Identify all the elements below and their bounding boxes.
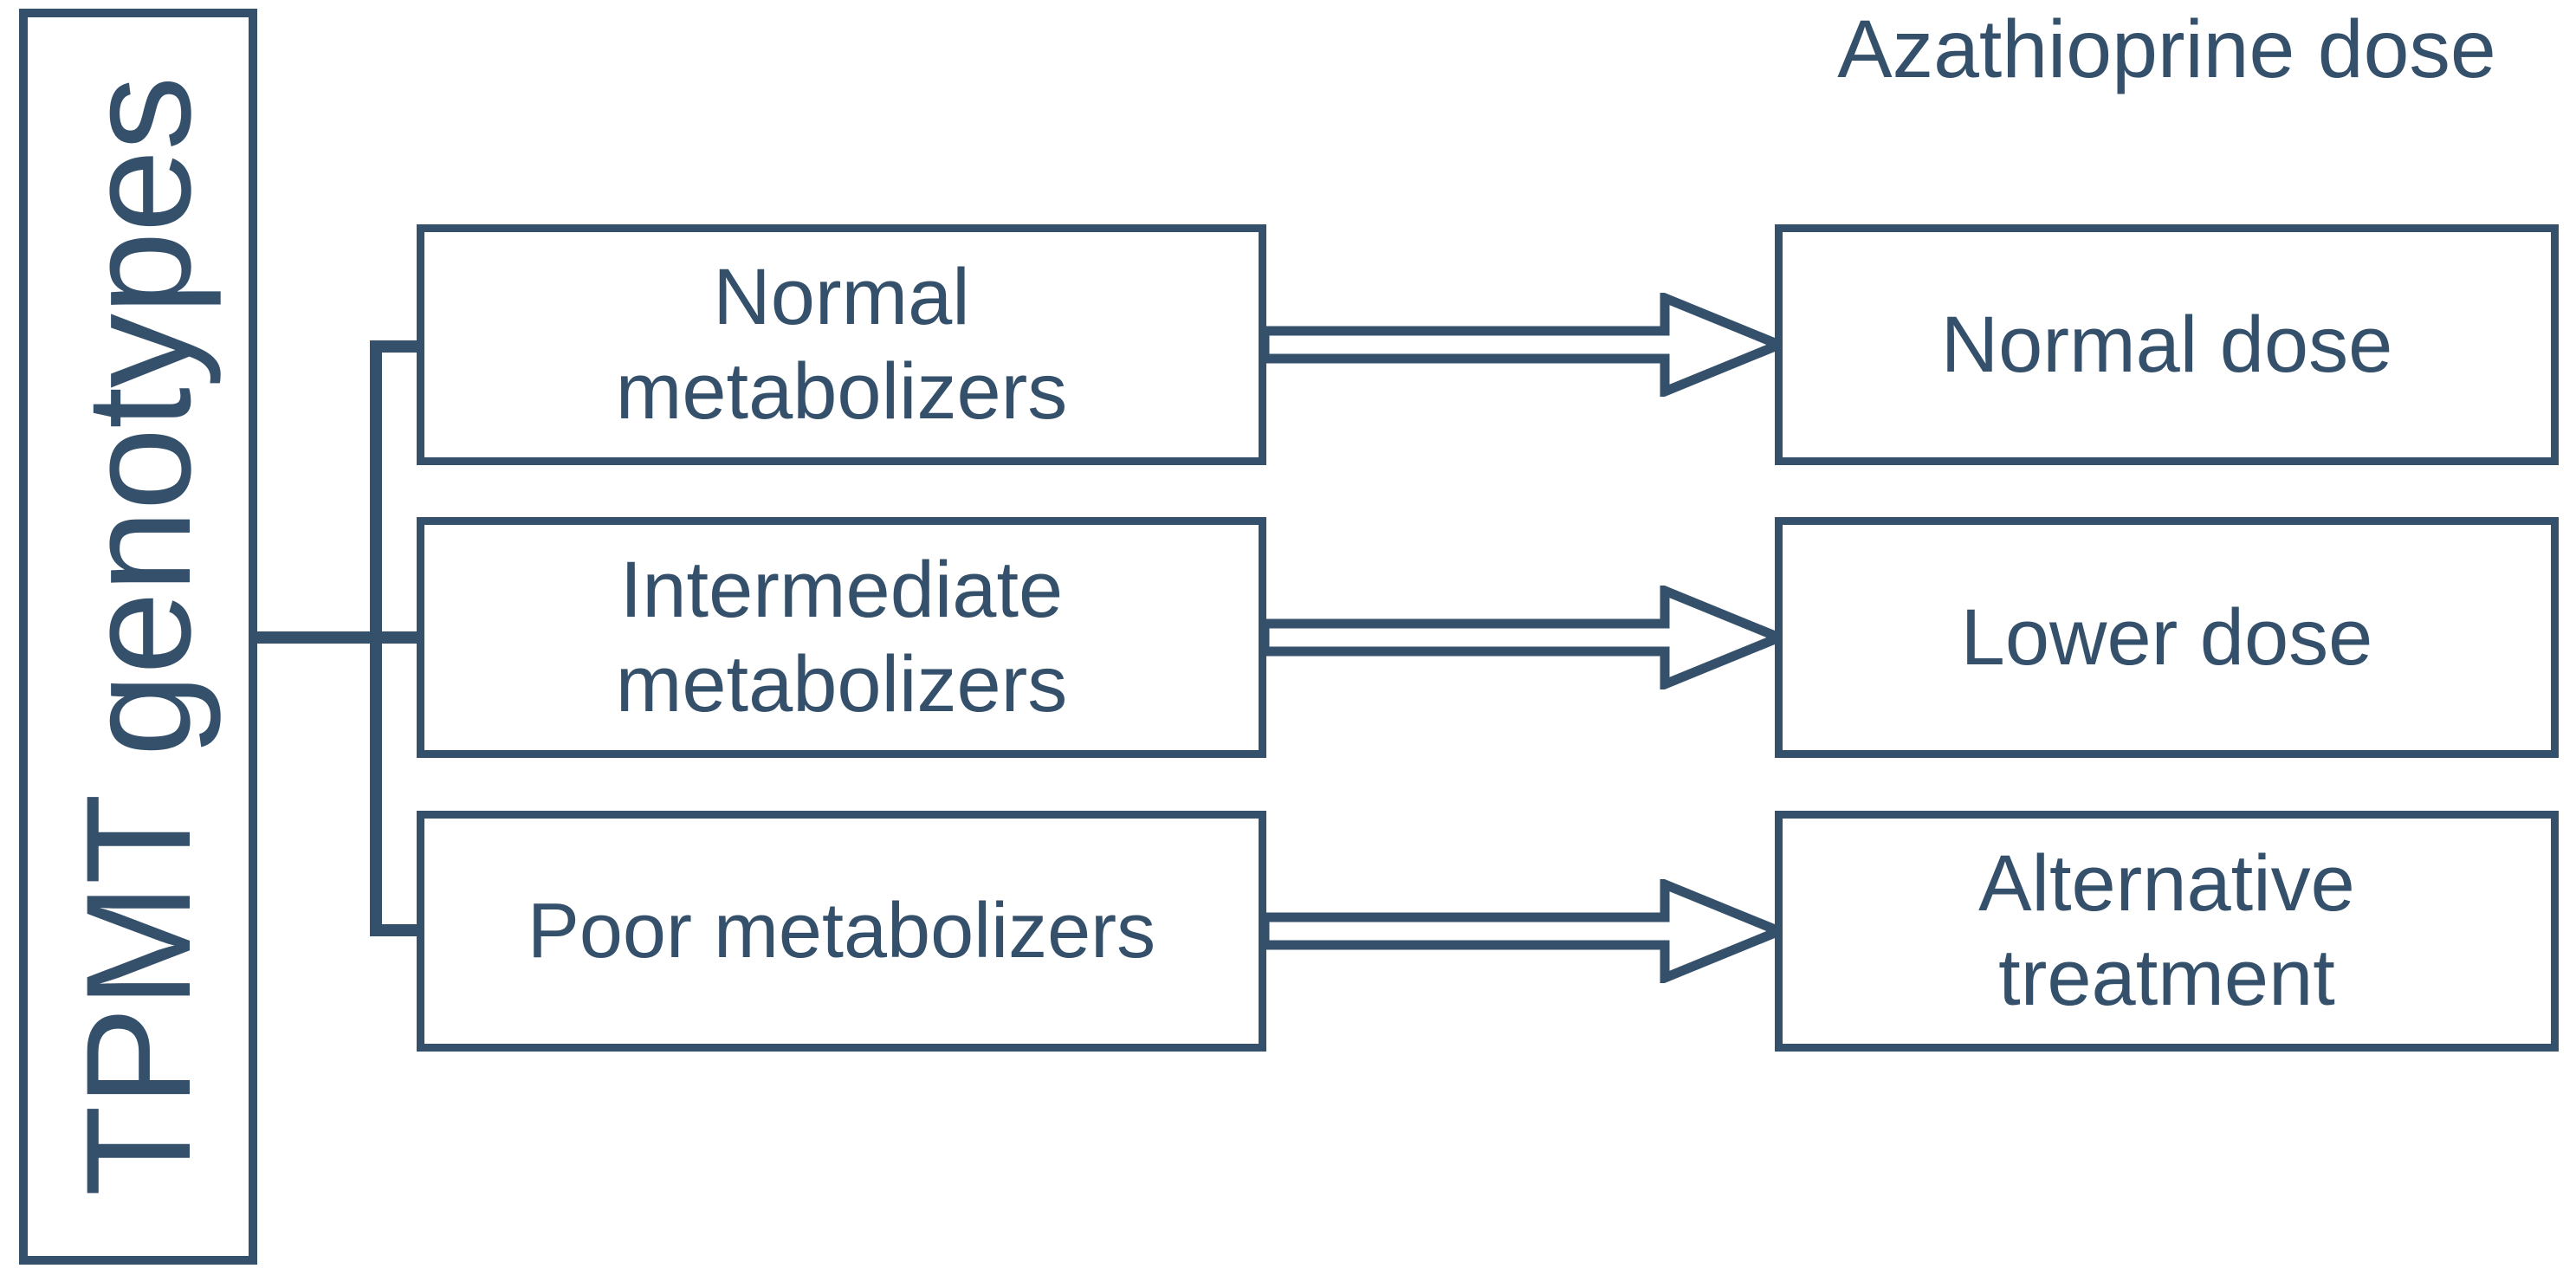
block-arrow-right-icon-normal <box>1265 293 1781 397</box>
node-alternative-treatment[interactable]: Alternative treatment <box>1775 811 2559 1052</box>
node-intermediate-metabolizers[interactable]: Intermediate metabolizers <box>417 517 1266 758</box>
node-intermediate-metabolizers-label: Intermediate metabolizers <box>615 546 1068 728</box>
node-normal-metabolizers[interactable]: Normal metabolizers <box>417 224 1266 465</box>
block-arrow-right-icon-intermediate <box>1265 586 1781 689</box>
connector-branch-normal <box>370 340 418 353</box>
tpmt-genotypes-group-box: TPMT genotypes <box>19 9 257 1265</box>
connector-trunk-horizontal <box>257 631 379 644</box>
block-arrow-right-icon-poor <box>1265 879 1781 983</box>
node-alternative-treatment-label: Alternative treatment <box>1978 839 2355 1022</box>
node-lower-dose-label: Lower dose <box>1960 592 2373 682</box>
node-normal-dose[interactable]: Normal dose <box>1775 224 2559 465</box>
azathioprine-dose-header: Azathioprine dose <box>1837 3 2496 95</box>
node-normal-metabolizers-label: Normal metabolizers <box>615 253 1068 436</box>
tpmt-genotypes-label: TPMT genotypes <box>55 76 222 1197</box>
connector-branch-intermediate <box>370 631 418 644</box>
connector-branch-poor <box>370 924 418 936</box>
node-poor-metabolizers[interactable]: Poor metabolizers <box>417 811 1266 1052</box>
node-lower-dose[interactable]: Lower dose <box>1775 517 2559 758</box>
node-normal-dose-label: Normal dose <box>1940 300 2393 389</box>
node-poor-metabolizers-label: Poor metabolizers <box>527 887 1156 974</box>
